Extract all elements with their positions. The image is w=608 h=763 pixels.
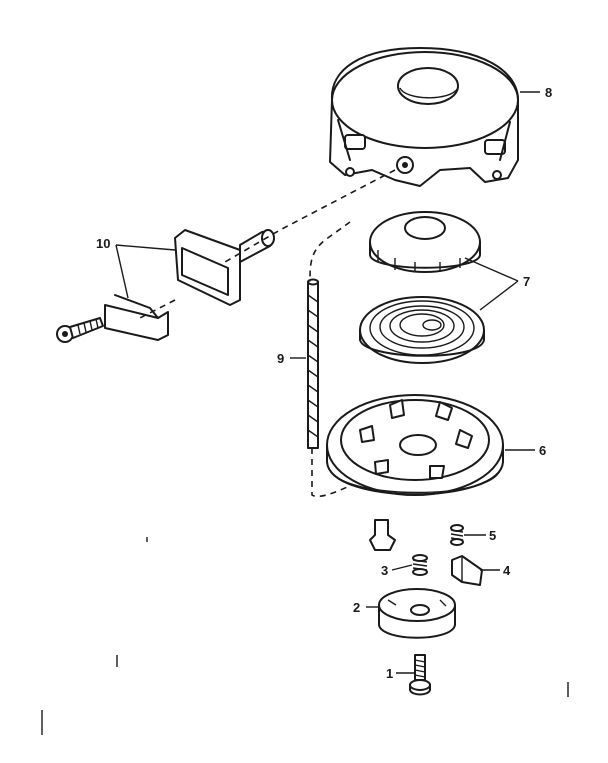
callout-7: 7 bbox=[523, 274, 530, 289]
scan-marks bbox=[41, 537, 569, 735]
part-4-pawl bbox=[451, 555, 483, 586]
callout-3: 3 bbox=[381, 563, 388, 578]
callout-5: 5 bbox=[489, 528, 496, 543]
part-2-retainer bbox=[378, 588, 456, 639]
callout-9: 9 bbox=[277, 351, 284, 366]
part-10-handle bbox=[56, 229, 275, 343]
callout-1: 1 bbox=[386, 666, 393, 681]
part-6-pulley bbox=[326, 394, 504, 496]
part-5-spring bbox=[450, 524, 464, 546]
part-9-rope bbox=[307, 278, 319, 449]
part-3-spring bbox=[412, 554, 428, 576]
callout-4: 4 bbox=[503, 563, 511, 578]
callout-10: 10 bbox=[96, 236, 110, 251]
part-7-cup-and-spring bbox=[359, 211, 485, 364]
leader-lines bbox=[115, 91, 540, 674]
part-8-housing bbox=[329, 47, 519, 187]
part-1-screw bbox=[409, 654, 431, 696]
pawl-pin bbox=[369, 519, 396, 551]
callout-8: 8 bbox=[545, 85, 552, 100]
callout-6: 6 bbox=[539, 443, 546, 458]
callout-2: 2 bbox=[353, 600, 360, 615]
